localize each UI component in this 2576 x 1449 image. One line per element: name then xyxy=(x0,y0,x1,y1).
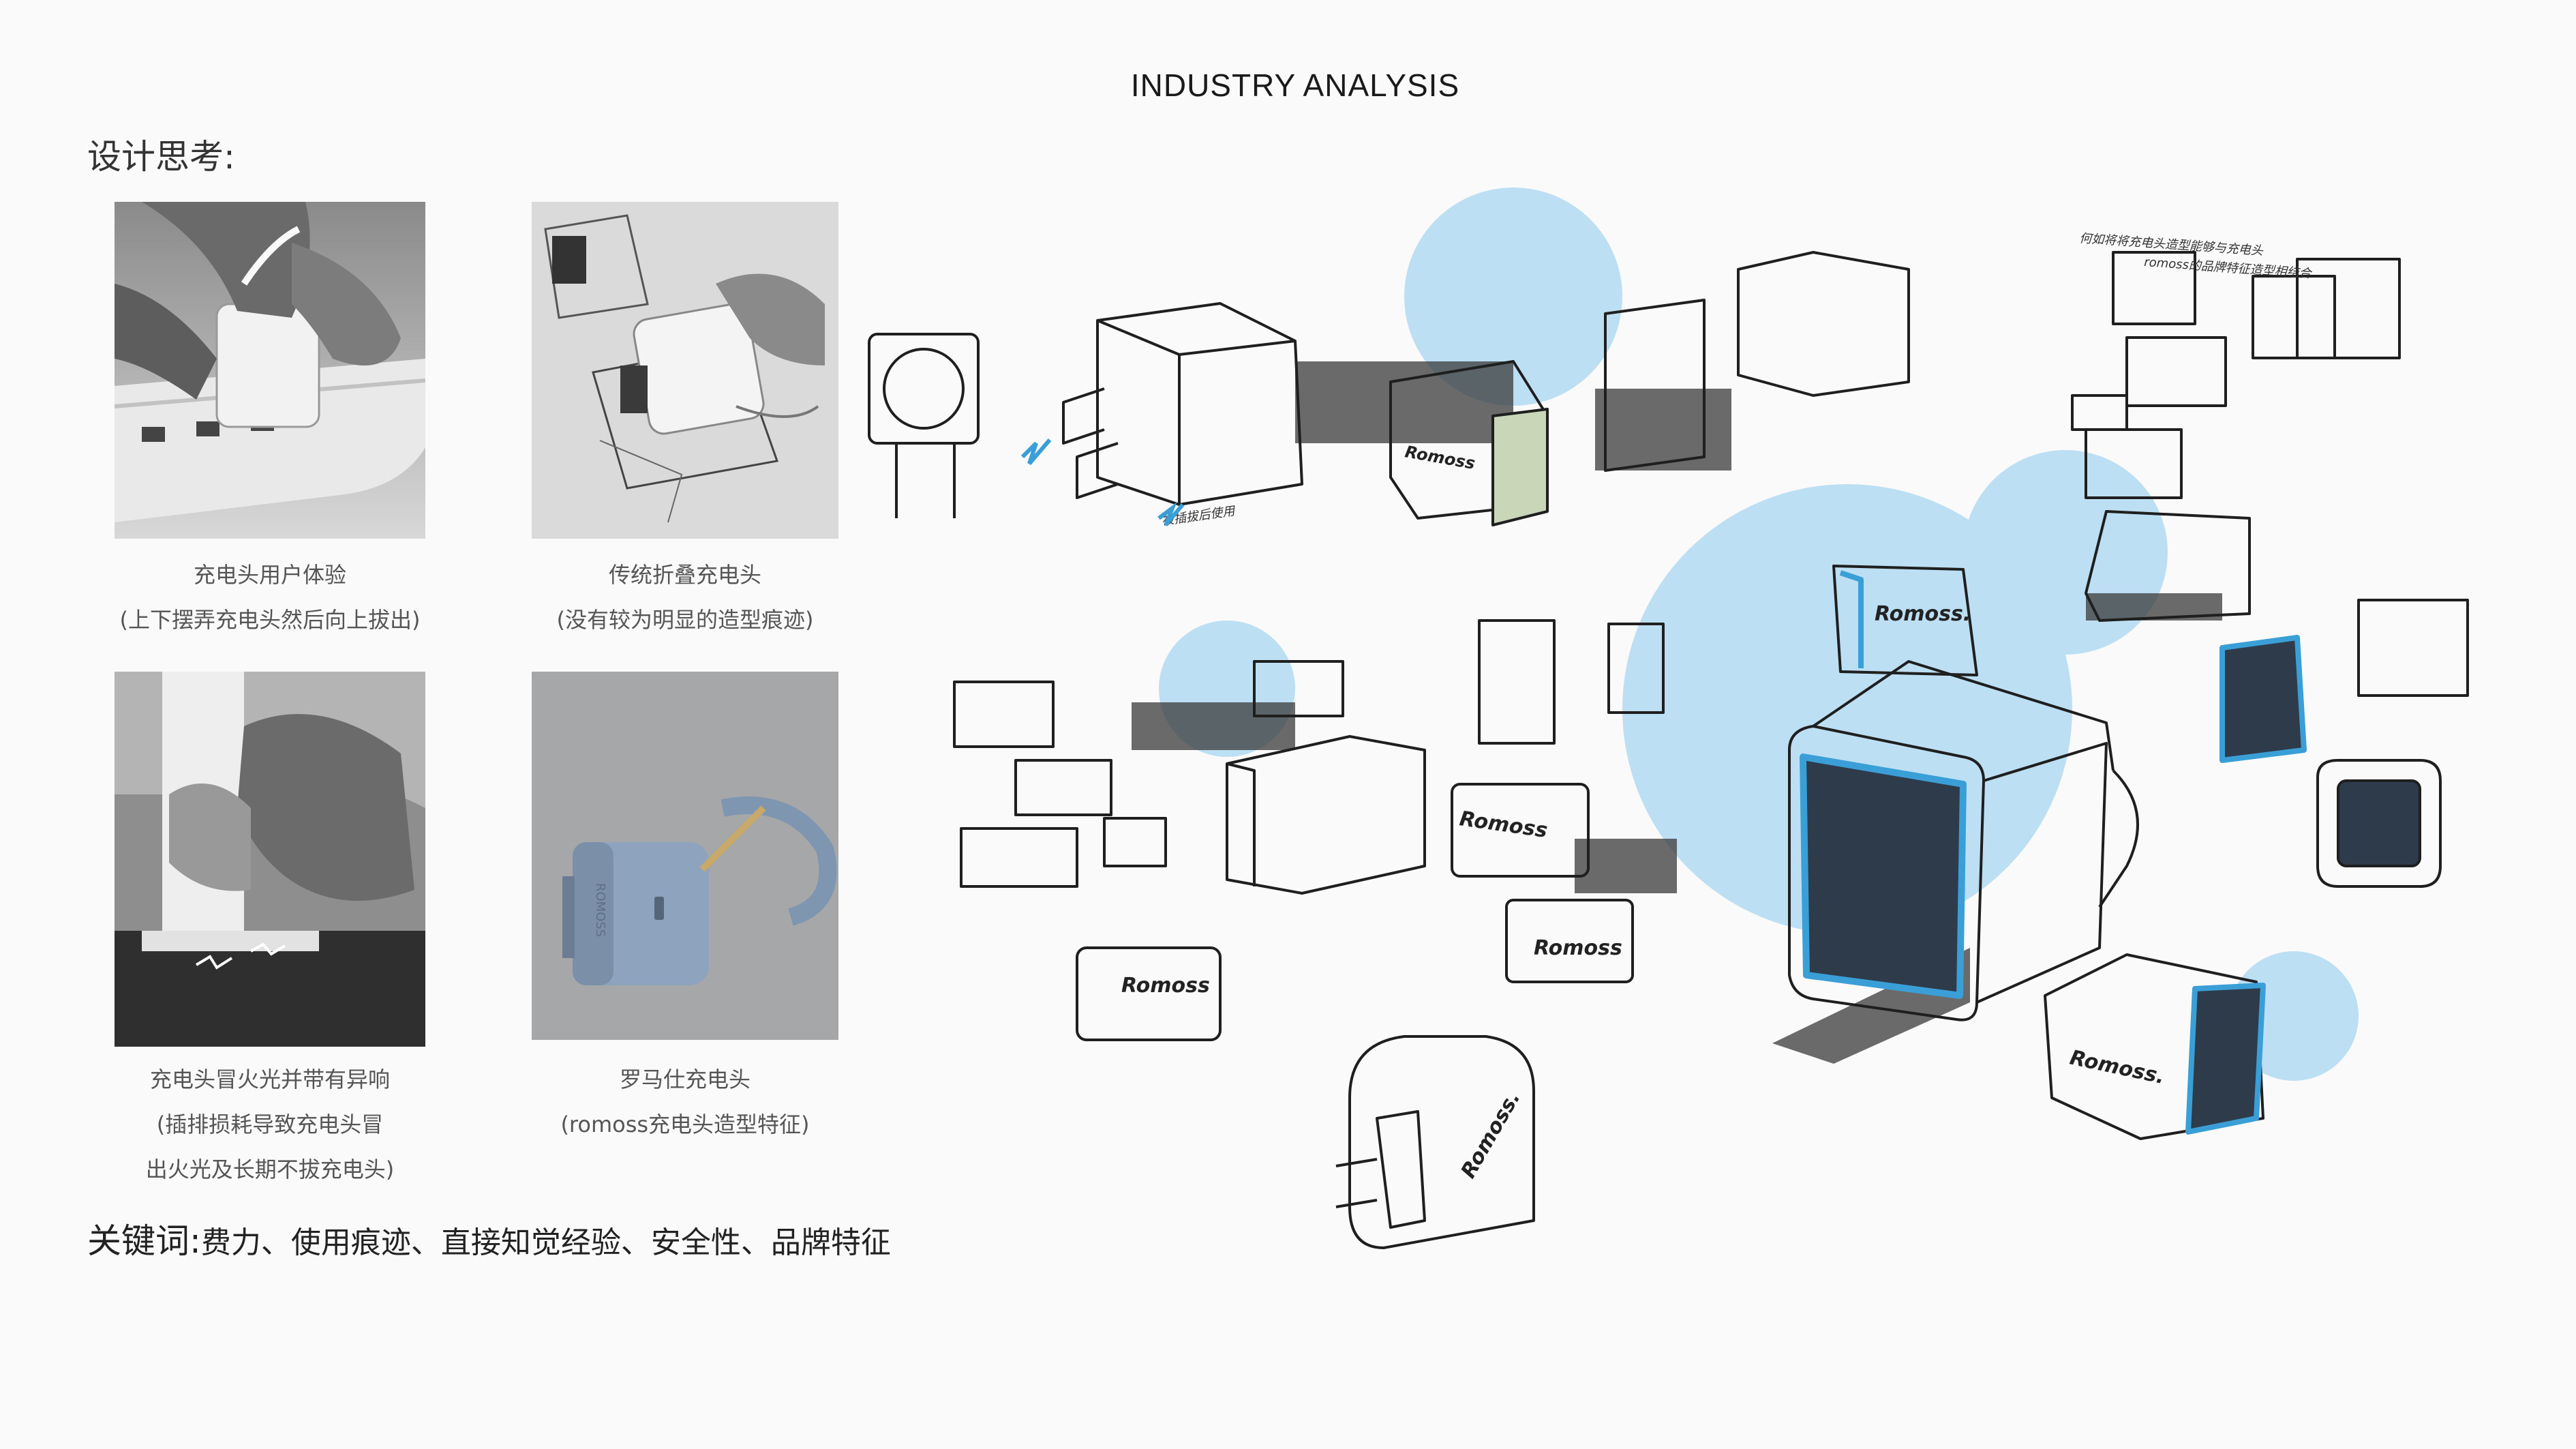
keywords-line: 关键词:费力、使用痕迹、直接知觉经验、安全性、品牌特征 xyxy=(87,1214,891,1263)
photo-caption: 传统折叠充电头 xyxy=(608,562,761,588)
photo-romoss-charger-caption: 罗马仕充电头 (romoss充电头造型特征) xyxy=(498,1057,873,1147)
sketch-side-view xyxy=(2112,251,2196,325)
shadow-hatch xyxy=(1132,702,1295,750)
photo-subcaption-2: 出火光及长期不拔充电头) xyxy=(145,1156,395,1182)
photo-folding-charger-image xyxy=(532,202,838,539)
romoss-logo-text: ROMOSS xyxy=(593,883,607,937)
shadow-hatch xyxy=(1595,389,1731,470)
sketch-brand-romoss: Romoss. xyxy=(1457,1087,1526,1182)
photo-charger-spark-caption: 充电头冒火光并带有异响 (插排损耗导致充电头冒 出火光及长期不拔充电头) xyxy=(80,1057,459,1192)
sketch-brand-romoss: Romoss. xyxy=(2067,1046,2166,1090)
sketch-brand-romoss: Romoss xyxy=(1404,442,1476,473)
shadow-hatch xyxy=(1295,361,1513,443)
sketch-iso-charger xyxy=(1096,302,1303,506)
sketch-spark-marks xyxy=(1020,438,1185,526)
sketch-brand-romoss: Romoss xyxy=(1458,807,1549,843)
photo-romoss-charger-image: ROMOSS xyxy=(532,672,838,1040)
sketch-port-circle xyxy=(883,348,965,430)
page-title: INDUSTRY ANALYSIS xyxy=(1130,68,1460,103)
section-heading: 设计思考: xyxy=(87,137,235,177)
concept-sketch-board: Romoss. Romoss Romoss Romoss Romoss. Rom… xyxy=(868,188,2469,1249)
photo-caption: 充电头用户体验 xyxy=(193,562,346,588)
photo-user-experience xyxy=(115,202,425,539)
sketch-stack xyxy=(1604,299,1706,472)
sketch-brand-romoss: Romoss xyxy=(1534,936,1622,960)
photo-folding-charger-caption: 传统折叠充电头 (没有较为明显的造型痕迹) xyxy=(498,552,873,642)
sketch-iso-bottom-right xyxy=(2044,953,2264,1140)
sketch-note: 何如将将充电头造型能够与充电头 xyxy=(2079,231,2264,258)
photo-user-experience-image xyxy=(115,202,425,539)
photo-caption: 罗马仕充电头 xyxy=(619,1066,751,1092)
ink-sketches xyxy=(868,251,2469,1249)
sketch-brand-romoss: Romoss xyxy=(1121,974,1210,998)
shadow-hatch xyxy=(2086,593,2222,621)
accent-circle xyxy=(1963,450,2168,655)
accent-circles xyxy=(1159,188,2359,1081)
photo-charger-spark-image xyxy=(115,672,425,1047)
photo-user-experience-caption: 充电头用户体验 (上下摆弄充电头然后向上拔出) xyxy=(80,552,459,642)
photo-charger-spark xyxy=(115,672,425,1047)
photo-romoss-charger: ROMOSS xyxy=(532,672,838,1040)
sketch-brand-romoss: Romoss. xyxy=(1875,602,1971,626)
photo-subcaption: (插排损耗导致充电头冒 xyxy=(156,1111,384,1137)
photo-subcaption: (没有较为明显的造型痕迹) xyxy=(556,607,814,633)
keywords-label: 关键词: xyxy=(87,1221,201,1261)
photo-caption: 充电头冒火光并带有异响 xyxy=(149,1066,390,1092)
accent-circle xyxy=(1404,188,1622,406)
sketch-iso-romoss xyxy=(1226,735,1426,895)
sketch-front-view xyxy=(868,333,980,445)
photo-folding-charger xyxy=(532,202,838,539)
sketch-note: romoss的品牌特征造型相结合 xyxy=(2144,255,2314,281)
shadow-hatch xyxy=(1575,839,1677,893)
photo-subcaption: (上下摆弄充电头然后向上拔出) xyxy=(119,607,421,633)
photo-subcaption: (romoss充电头造型特征) xyxy=(560,1111,810,1137)
keywords-text: 费力、使用痕迹、直接知觉经验、安全性、品牌特征 xyxy=(200,1225,891,1260)
sketch-iso-box xyxy=(1737,251,1910,397)
sketch-charger-bottom xyxy=(1348,1035,1535,1249)
